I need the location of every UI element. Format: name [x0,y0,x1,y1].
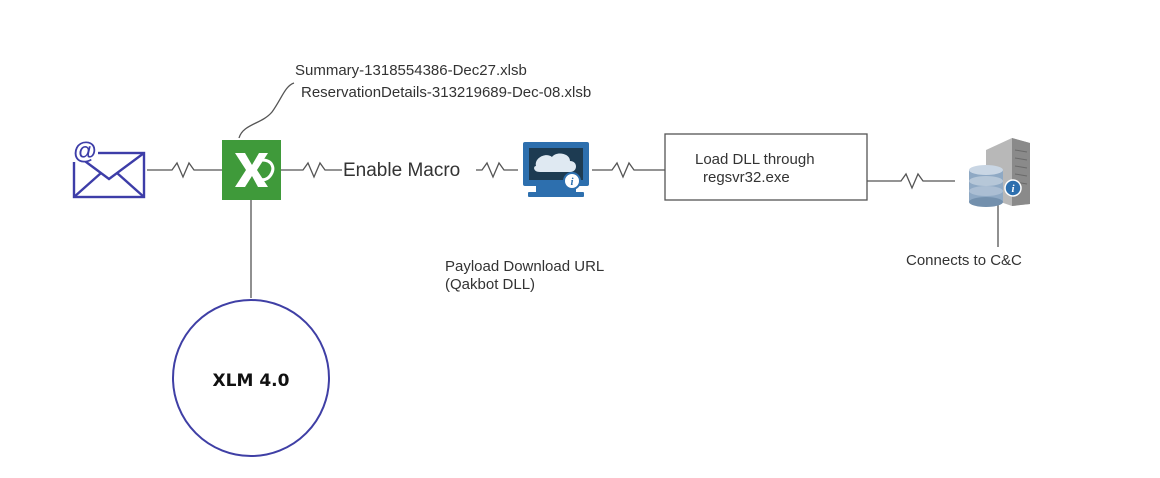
server-label: Connects to C&C [906,252,1022,269]
process-box [664,133,868,201]
connector-macro-monitor [476,161,518,179]
connector-monitor-box [592,161,665,179]
svg-text:i: i [570,176,574,188]
connector-email-excel [147,161,222,179]
payload-label-line1: Payload Download URL [445,258,604,275]
reservation-file-label: ReservationDetails-313219689-Dec-08.xlsb [301,84,591,101]
payload-label-line2: (Qakbot DLL) [445,276,535,293]
enable-macro-label: Enable Macro [343,160,460,181]
process-box-line1: Load DLL through [695,151,815,168]
process-box-line2: regsvr32.exe [703,169,790,186]
at-sign-glyph: @ [73,138,96,165]
svg-text:i: i [1011,183,1015,195]
excel-spreadsheet-icon [222,140,281,200]
web-download-monitor-icon: i [523,142,589,197]
email-envelope-icon: @ [72,138,146,199]
connector-box-server [867,172,955,190]
summary-file-label: Summary-1318554386-Dec27.xlsb [295,62,527,79]
connectors [147,82,999,298]
database-server-icon: i [969,138,1030,207]
callout-curve [238,82,295,139]
xlm-circle [172,299,330,457]
connector-excel-macro [281,161,342,179]
circle-label: XLM 4.0 [213,371,290,391]
